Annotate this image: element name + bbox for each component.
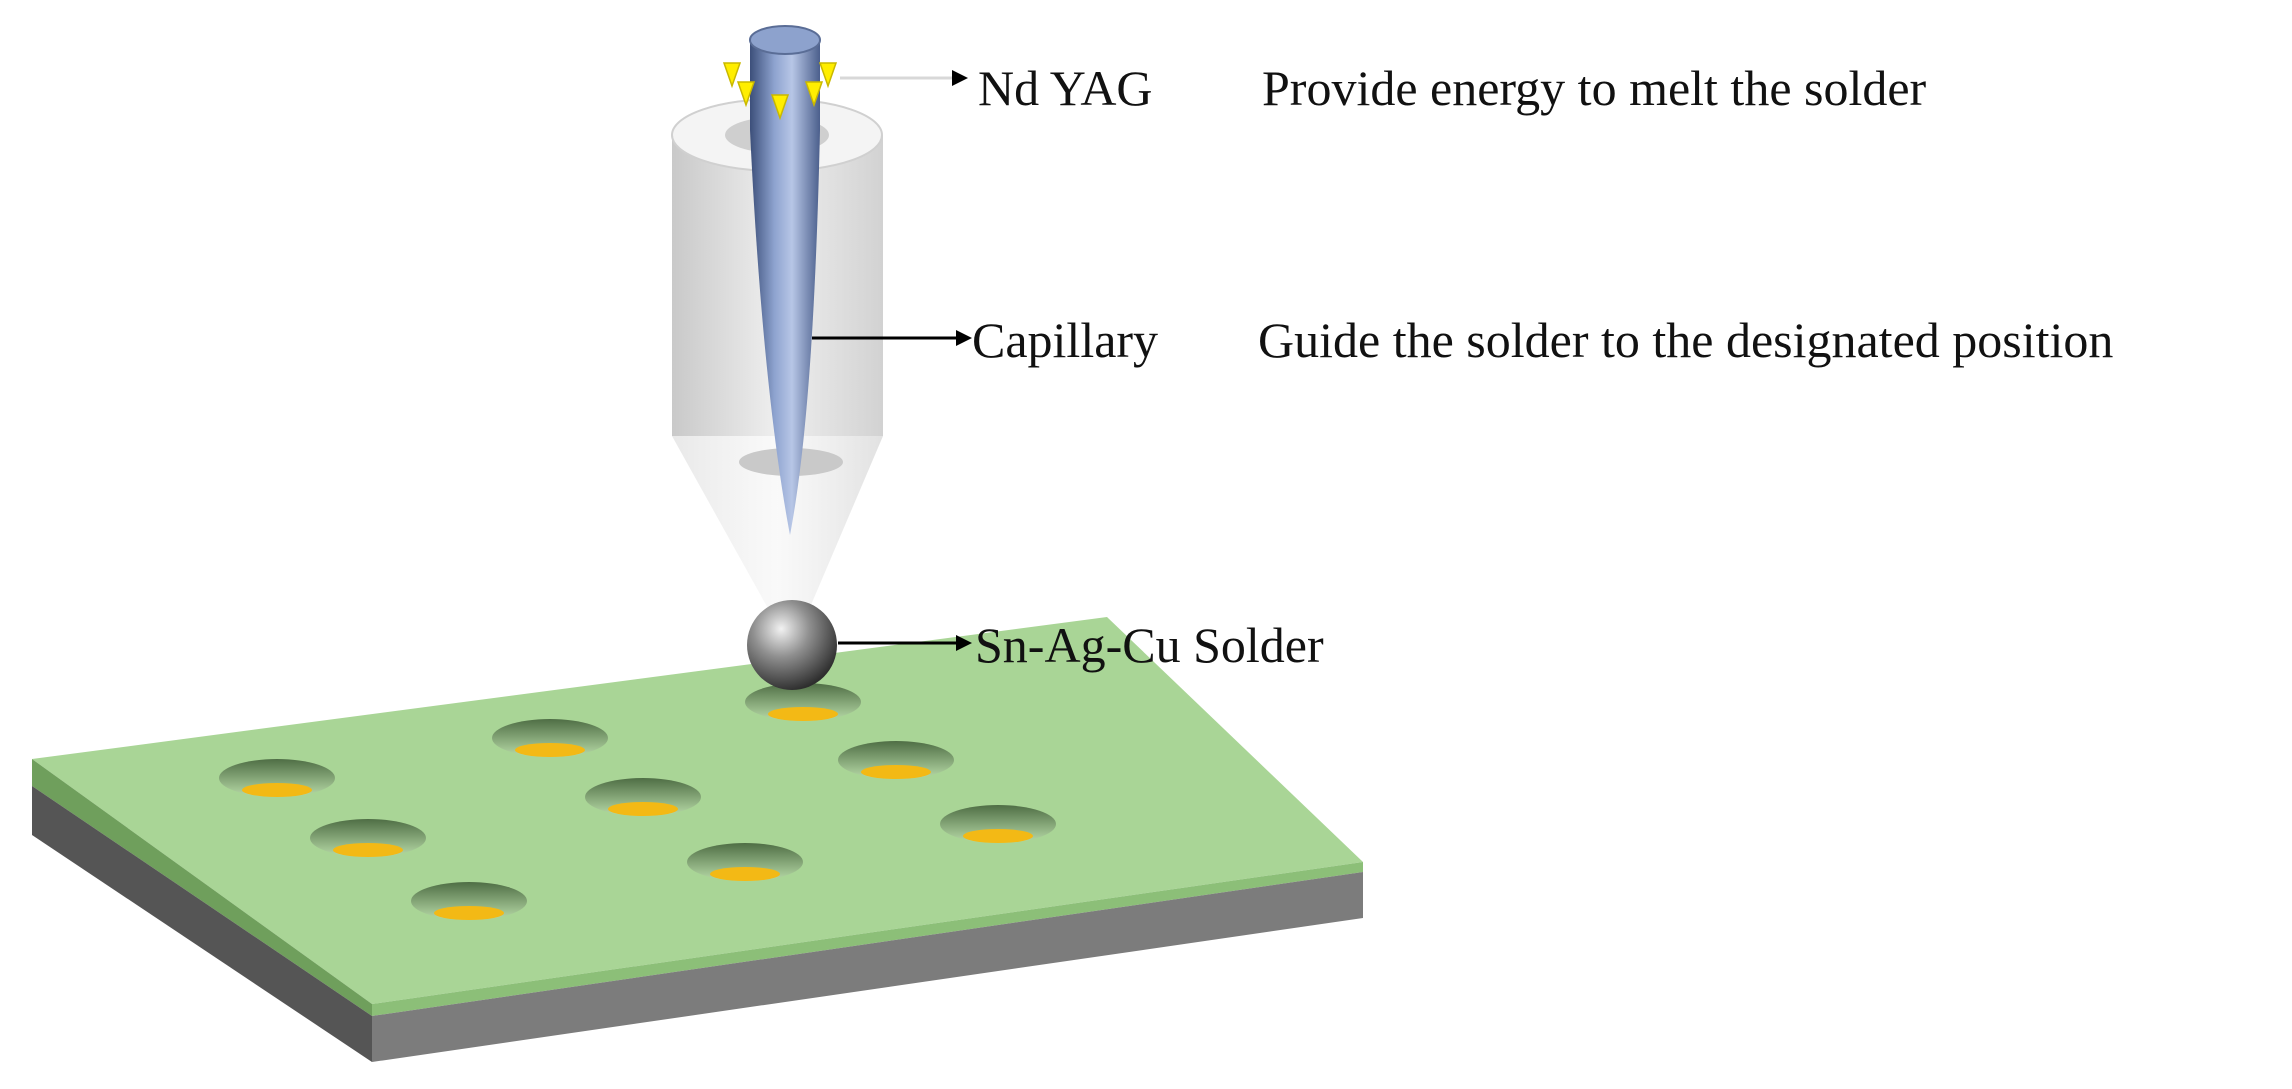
board-green-edge-front (372, 862, 1363, 1016)
leader-arrows (812, 70, 972, 651)
laser-beam-arrow (818, 62, 838, 89)
solder-label: Sn-Ag-Cu Solder (975, 617, 1324, 673)
laser-beam-arrow (804, 81, 824, 108)
nd-yag-description: Provide energy to melt the solder (1262, 60, 1927, 116)
board-top-surface (32, 617, 1363, 1004)
nd-yag-arrowhead (952, 70, 968, 86)
laser-rod-body (750, 40, 820, 535)
pad (411, 882, 527, 920)
pad (492, 719, 608, 757)
laser-beam-arrow (770, 94, 790, 121)
pad (310, 819, 426, 857)
capillary-cone (672, 436, 883, 612)
laser-beam-markers (722, 62, 838, 121)
laser-beam-arrow (722, 62, 742, 89)
pcb-substrate (32, 617, 1363, 1062)
pad-array (219, 683, 1056, 920)
pad (838, 741, 954, 779)
pad (745, 683, 861, 721)
laser-rod (749, 25, 821, 535)
nd-yag-label: Nd YAG (978, 60, 1153, 116)
laser-rod-top (749, 25, 821, 55)
pad (687, 843, 803, 881)
board-base-front (372, 872, 1363, 1062)
pad (585, 778, 701, 816)
solder-arrowhead (956, 635, 972, 651)
capillary-arrowhead (956, 330, 972, 346)
capillary-label: Capillary (972, 312, 1158, 368)
capillary-description: Guide the solder to the designated posit… (1258, 312, 2113, 368)
laser-beam-arrow (736, 81, 756, 108)
pad (219, 759, 335, 797)
solder-ball (747, 600, 837, 690)
board-green-edge-left (32, 759, 372, 1016)
pad (940, 805, 1056, 843)
board-base-left (32, 786, 372, 1062)
